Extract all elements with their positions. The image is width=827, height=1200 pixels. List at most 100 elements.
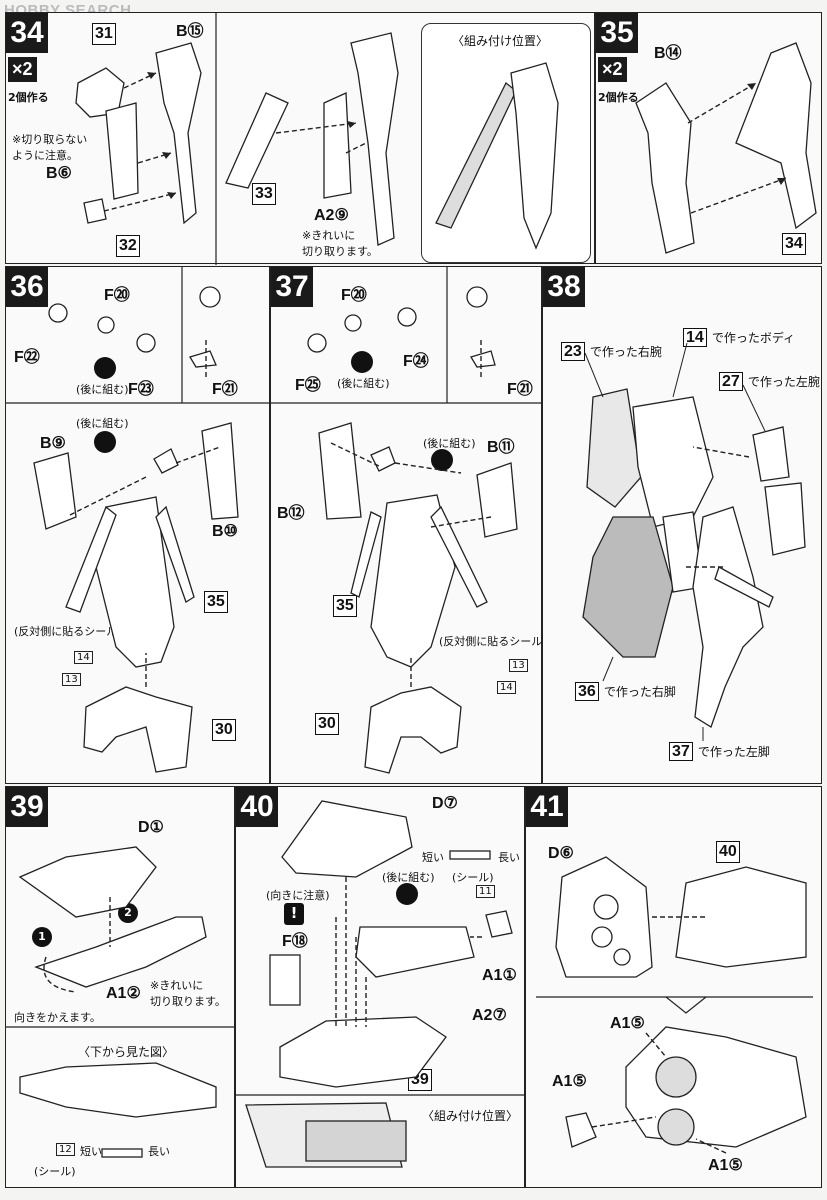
- seal-number-a: 13: [509, 659, 528, 672]
- seal-opposite-side: (反対側に貼るシール): [439, 635, 547, 648]
- label-body: 14 で作ったボディ: [683, 327, 795, 348]
- part-label-b10: B⑩: [212, 523, 238, 540]
- later-assembly-icon: [396, 883, 418, 905]
- order-marker-1: 1: [32, 927, 52, 947]
- part-box-33: 33: [252, 183, 276, 205]
- part-label-b11: B⑪: [487, 439, 515, 456]
- label-text: で作った右腕: [589, 345, 662, 359]
- step-number: 37: [271, 267, 313, 307]
- part-label-f22: F㉒: [14, 349, 40, 366]
- step-39-panel: 39 D① 2 1 A1② ※きれいに 切り取ります。 向きをかえます。 〈下か…: [5, 786, 236, 1188]
- seal-number: 12: [56, 1143, 75, 1156]
- caution-icon: !: [284, 903, 304, 925]
- part-label-b12: B⑫: [277, 505, 305, 522]
- part-label-a1-1: A1①: [482, 967, 517, 984]
- step-number: 38: [543, 267, 585, 307]
- part-label-f24: F㉔: [403, 353, 429, 370]
- make-two-label: 2個作る: [8, 91, 49, 104]
- step-number: 41: [526, 787, 568, 827]
- part-box-31: 31: [92, 23, 116, 45]
- part-label-b14: B⑭: [654, 45, 682, 62]
- part-label-f20: F⑳: [104, 287, 130, 304]
- note-clean-cut: ※きれいに 切り取ります。: [150, 979, 226, 1008]
- long-label: 長い: [498, 851, 520, 864]
- part-label-a2-9: A2⑨: [314, 207, 349, 224]
- part-label-a1-5-left: A1⑤: [552, 1073, 587, 1090]
- part-box-35: 35: [333, 595, 357, 617]
- label-text: で作ったボディ: [711, 331, 796, 345]
- step-number: 39: [6, 787, 48, 827]
- position-title: 〈組み付け位置〉: [422, 1109, 519, 1123]
- step-34-drawing: [75, 13, 559, 265]
- part-label-f18: F⑱: [282, 933, 308, 950]
- part-box-14: 14: [683, 328, 707, 347]
- step-40-panel: 40 D⑦ 短い 長い (後に組む) (シール) 11 (向きに注意) ! F⑱…: [235, 786, 526, 1188]
- note-do-not-cut: ※切り取らない ように注意。: [12, 133, 88, 162]
- step-40-drawing: [236, 800, 526, 1168]
- seal-number-a: 14: [74, 651, 93, 664]
- later-assembly-icon-2: [431, 449, 453, 471]
- long-label: 長い: [148, 1145, 170, 1158]
- position-title: 〈組み付け位置〉: [452, 34, 549, 48]
- part-box-37: 37: [669, 742, 693, 761]
- step-36-drawing: [6, 267, 271, 773]
- multiplier-badge: ×2: [8, 57, 37, 82]
- label-text: で作った左脚: [697, 745, 770, 759]
- label-text: で作った右脚: [603, 685, 676, 699]
- part-box-30: 30: [212, 719, 236, 741]
- step-number: 40: [236, 787, 278, 827]
- later-note: (後に組む): [76, 383, 129, 396]
- part-label-d6: D⑥: [548, 845, 574, 862]
- label-right-arm: 23 で作った右腕: [561, 341, 662, 362]
- part-box-30: 30: [315, 713, 339, 735]
- part-label-a1-5-bottom: A1⑤: [708, 1157, 743, 1174]
- part-box-23: 23: [561, 342, 585, 361]
- bottom-view-title: 〈下から見た図〉: [78, 1045, 175, 1059]
- short-label: 短い: [422, 851, 444, 864]
- step-38-drawing: [582, 342, 806, 741]
- part-label-f21: F㉑: [212, 381, 238, 398]
- part-label-b15: B⑮: [176, 23, 204, 40]
- step-37-drawing: [271, 267, 543, 774]
- step-35-panel: 35 ×2 2個作る B⑭ 34: [595, 12, 822, 264]
- part-label-d7: D⑦: [432, 795, 458, 812]
- part-box-36: 36: [575, 682, 599, 701]
- part-label-f20: F⑳: [341, 287, 367, 304]
- seal-number-b: 13: [62, 673, 81, 686]
- seal-number: 11: [476, 885, 495, 898]
- step-34-panel: 34 ×2 2個作る 31 B⑮ ※切り取らない ように注意。 B⑥ 32 33…: [5, 12, 595, 265]
- later-note-2: (後に組む): [423, 437, 476, 450]
- part-box-32: 32: [116, 235, 140, 257]
- part-label-d1: D①: [138, 819, 164, 836]
- step-number: 35: [596, 13, 638, 53]
- later-assembly-icon-2: [94, 431, 116, 453]
- part-box-35: 35: [204, 591, 228, 613]
- later-assembly-icon: [351, 351, 373, 373]
- short-label: 短い: [80, 1145, 102, 1158]
- part-label-b6: B⑥: [46, 165, 72, 182]
- seal-opposite-side: (反対側に貼るシール): [14, 625, 122, 638]
- label-right-leg: 36 で作った右脚: [575, 681, 676, 702]
- later-note-2: (後に組む): [76, 417, 129, 430]
- step-41-drawing: [536, 856, 813, 1154]
- part-label-a1-5-top: A1⑤: [610, 1015, 645, 1032]
- part-box-27: 27: [719, 372, 743, 391]
- part-box-34: 34: [782, 233, 806, 255]
- part-label-f25: F㉕: [295, 377, 321, 394]
- label-left-arm: 27 で作った左腕: [719, 371, 820, 392]
- make-two-label: 2個作る: [598, 91, 639, 104]
- step-number: 36: [6, 267, 48, 307]
- later-note: (後に組む): [337, 377, 390, 390]
- seal-number-b: 14: [497, 681, 516, 694]
- part-label-f21: F㉑: [507, 381, 533, 398]
- note-turn-around: 向きをかえます。: [14, 1011, 101, 1024]
- seal-label: (シール): [34, 1165, 76, 1178]
- step-41-panel: 41 D⑥ 40 A1⑤ A1⑤ A1⑤: [525, 786, 822, 1188]
- step-39-drawing: [6, 846, 236, 1158]
- note-clean-cut: ※きれいに 切り取ります。: [302, 229, 378, 258]
- label-text: で作った左腕: [747, 375, 820, 389]
- part-label-a1-2: A1②: [106, 985, 141, 1002]
- step-35-drawing: [635, 42, 817, 254]
- label-left-leg: 37 で作った左脚: [669, 741, 770, 762]
- part-label-a2-7: A2⑦: [472, 1007, 507, 1024]
